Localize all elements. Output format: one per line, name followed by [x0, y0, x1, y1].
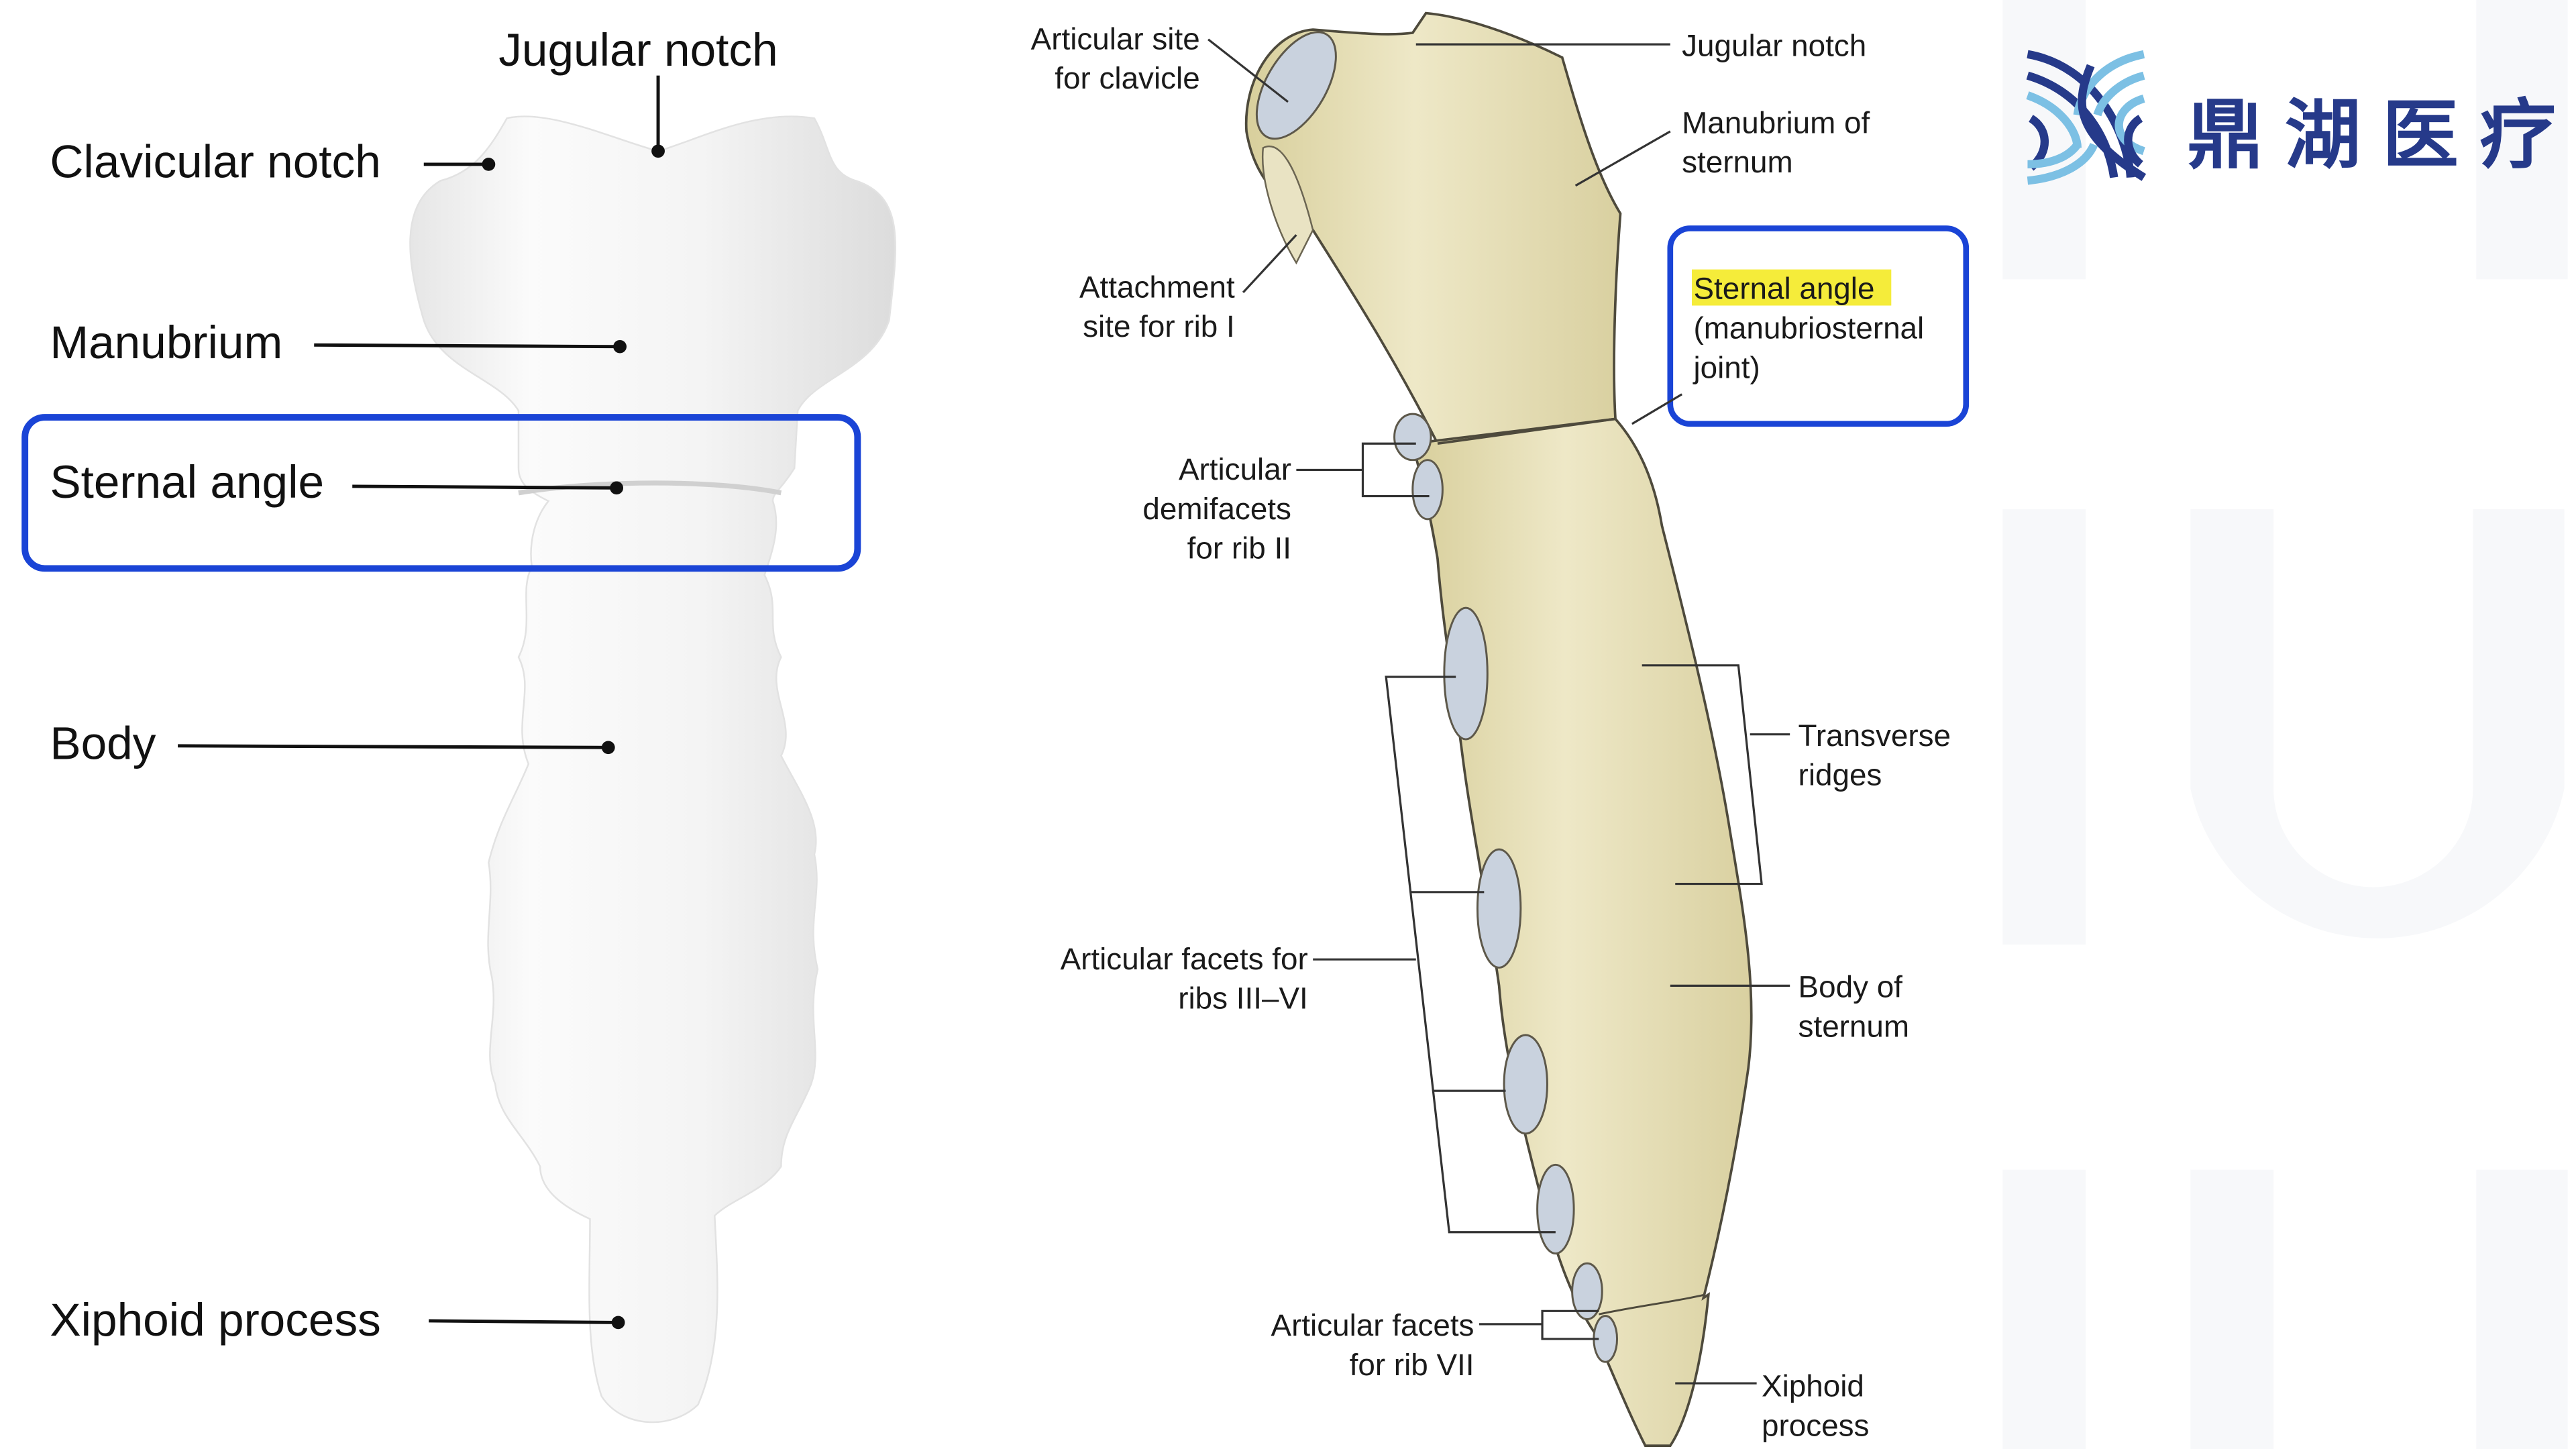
- label-manubrium-of-sternum-line2: sternum: [1682, 145, 1792, 179]
- label-sternal-angle-right-line3: joint): [1692, 351, 1760, 385]
- leader-line: [1242, 234, 1297, 293]
- label-transverse-ridges-line1: Transverse: [1799, 718, 1951, 753]
- pointer-dot: [601, 741, 615, 755]
- label-demifacets-line2: demifacets: [1142, 492, 1291, 526]
- label-transverse-ridges-line2: ridges: [1799, 758, 1882, 792]
- label-sternal-angle: Sternal angle: [50, 456, 324, 508]
- sternum-body-illustration: [1411, 417, 1753, 1447]
- label-sternal-angle-right-line1: Sternal angle: [1693, 272, 1874, 306]
- label-jugular-notch-right: Jugular notch: [1682, 29, 1866, 63]
- sternum-illustration-white: [409, 115, 896, 1424]
- bracket: [1642, 664, 1763, 885]
- bracket: [1541, 1309, 1599, 1340]
- manubrium-illustration: [1244, 11, 1622, 445]
- label-xiphoid-process: Xiphoid process: [50, 1294, 381, 1346]
- pointer-dot: [482, 158, 496, 171]
- label-attachment-rib1-line2: site for rib I: [1083, 309, 1235, 343]
- label-sternal-angle-right-line2: (manubriosternal: [1693, 311, 1924, 345]
- leader-line: [1208, 38, 1289, 103]
- label-body-of-sternum-line2: sternum: [1799, 1010, 1909, 1044]
- yellow-highlight: [1692, 269, 1892, 306]
- leader-line: [352, 484, 617, 490]
- sternal-angle-highlight-box: [21, 414, 861, 572]
- label-attachment-rib1-line1: Attachment: [1079, 270, 1235, 305]
- logo-text: 鼎湖医疗: [2187, 91, 2556, 179]
- leader-line: [178, 744, 608, 749]
- label-facets-rib7-line2: for rib VII: [1350, 1348, 1474, 1382]
- label-manubrium-of-sternum-line1: Manubrium of: [1682, 106, 1870, 140]
- leader-line: [314, 343, 621, 349]
- background-watermark: [2002, 0, 2568, 1449]
- pointer-dot: [611, 1316, 625, 1330]
- articular-facets: [1255, 31, 1619, 1363]
- logo-mark-icon: [2026, 50, 2147, 185]
- label-facets-ribs-3-6-line1: Articular facets for: [1061, 942, 1308, 976]
- pointer-dot: [610, 481, 624, 495]
- left-sternum-diagram: Jugular notch Clavicular notch Manubrium…: [21, 24, 896, 1424]
- leader-line: [429, 1319, 619, 1324]
- label-articular-site-clavicle-line2: for clavicle: [1055, 61, 1199, 95]
- label-xiphoid-right-line2: process: [1762, 1409, 1869, 1443]
- sternal-angle-highlight-box-right: [1667, 225, 1970, 427]
- leader-line: [1574, 130, 1671, 187]
- label-manubrium: Manubrium: [50, 317, 282, 368]
- label-facets-ribs-3-6-line2: ribs III–VI: [1178, 981, 1307, 1016]
- label-xiphoid-right-line1: Xiphoid: [1762, 1369, 1864, 1403]
- label-jugular-notch: Jugular notch: [498, 24, 777, 76]
- label-body: Body: [50, 718, 156, 769]
- label-body-of-sternum-line1: Body of: [1799, 970, 1903, 1004]
- label-demifacets-line3: for rib II: [1187, 531, 1291, 566]
- bracket: [1361, 442, 1430, 498]
- label-demifacets-line1: Articular: [1179, 452, 1291, 486]
- right-sternum-diagram: Articular site for clavicle Jugular notc…: [1031, 11, 1970, 1447]
- leader-line: [1631, 393, 1682, 425]
- label-clavicular-notch: Clavicular notch: [50, 136, 380, 188]
- bracket: [1385, 676, 1556, 1234]
- label-articular-site-clavicle-line1: Articular site: [1031, 22, 1200, 56]
- pointer-dot: [651, 144, 665, 158]
- pointer-dot: [613, 339, 627, 354]
- label-facets-rib7-line1: Articular facets: [1271, 1308, 1474, 1342]
